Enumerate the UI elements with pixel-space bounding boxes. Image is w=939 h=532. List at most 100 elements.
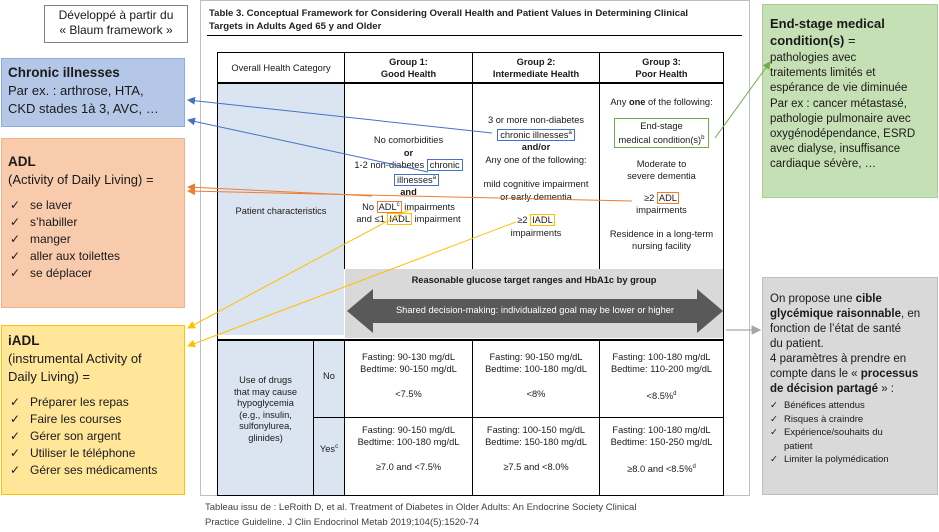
end-stage-box: End-stage medical condition(s) = patholo… [762, 4, 938, 198]
target-text: ≥7.0 and <7.5% [375, 462, 442, 472]
no-yes-rule [314, 417, 723, 418]
proposal-bold: de décision partagé [770, 383, 879, 395]
c1-line7: and ≤1 IADL impairment [345, 213, 472, 226]
proposal-text: » : [878, 383, 894, 395]
end-stage-line: espérance de vie diminuée [770, 82, 908, 95]
proposal-box: On propose une cible glycémique raisonna… [762, 277, 938, 495]
adl-box: ADL (Activity of Daily Living) = se lave… [1, 138, 185, 308]
iadl-box: iADL (instrumental Activity of Daily Liv… [1, 325, 185, 495]
source-note-line2: « Blaum framework » [59, 23, 173, 37]
group2-line2: Intermediate Health [492, 68, 580, 79]
chronic-illnesses-box: Chronic illnesses Par ex. : arthrose, HT… [1, 58, 185, 127]
c2-text: ≥2 [517, 215, 531, 226]
c3-text: Any [610, 97, 629, 107]
source-note-line1: Développé à partir du [58, 8, 174, 22]
proposal-list: Bénéfices attendus Risques à craindre Ex… [770, 399, 930, 467]
target-text: ≥8.0 and <8.5% [627, 464, 693, 475]
end-stage-line: cardiaque sévère, … [770, 158, 877, 171]
c1-text: or [403, 147, 414, 158]
proposal-text: 4 paramètres à prendre en [770, 353, 907, 365]
target-line: ≥8.0 and <8.5%d [600, 462, 723, 476]
end-stage-body: pathologies avec traitements limités et … [770, 51, 930, 173]
proposal-text: On propose une [770, 293, 856, 305]
band-title-text: Reasonable glucose target ranges and HbA… [411, 275, 657, 285]
iadl-title: iADL [8, 333, 40, 348]
chronic-title: Chronic illnesses [8, 65, 120, 80]
iadl-item: Préparer les repas [8, 394, 178, 411]
group2-line1: Group 2: [516, 57, 556, 67]
lower-col-2 [472, 340, 473, 495]
yes-text: Yes [319, 444, 336, 455]
proposal-bold: processus [860, 368, 919, 380]
yes-group2-targets: Fasting: 100-150 mg/dL Bedtime: 150-180 … [473, 425, 599, 474]
yes-group3-targets: Fasting: 100-180 mg/dL Bedtime: 150-250 … [600, 425, 723, 476]
c1-text: and [400, 187, 417, 198]
table-title-line1: Table 3. Conceptual Framework for Consid… [209, 8, 689, 19]
c3-text: Residence in a long-term [609, 229, 714, 240]
target-text: Fasting: 90-150 mg/dL [489, 352, 583, 362]
c1-chronic-highlight: chronic [426, 159, 463, 171]
proposal-text: du patient. [770, 338, 824, 350]
target-text: Fasting: 100-180 mg/dL [612, 425, 711, 435]
iadl-item: Gérer son argent [8, 428, 178, 445]
drugs-text: that may cause [233, 386, 298, 397]
target-text: Bedtime: 90-150 mg/dL [360, 363, 457, 374]
header-category: Overall Health Category [218, 63, 344, 75]
c3-text: impairments [636, 205, 687, 216]
chronic-line2: CKD stades 1à 3, AVC, … [8, 101, 159, 116]
c1-line6: No ADLc impairments [345, 199, 472, 214]
c2-chronic-highlight: chronic illnessesa [497, 128, 575, 141]
proposal-item: Limiter la polymédication [770, 453, 930, 467]
yes-group1-targets: Fasting: 90-150 mg/dL Bedtime: 100-180 m… [345, 425, 472, 474]
group3-characteristics: Any one of the following: End-stage medi… [600, 96, 723, 252]
proposal-bold: glycémique raisonnable [770, 308, 902, 320]
end-stage-line: oxygénodépendance, ESRD [770, 128, 916, 141]
iadl-item: Utiliser le téléphone [8, 445, 178, 462]
group1-characteristics: No comorbidities or 1-2 non-diabetes chr… [345, 134, 472, 226]
proposal-item: Bénéfices attendus [770, 399, 930, 413]
c3-text: Moderate to [636, 159, 687, 170]
target-text: Bedtime: 110-200 mg/dL [610, 363, 713, 374]
drugs-text: Use of drugs [239, 375, 292, 385]
target-text: Bedtime: 100-180 mg/dL [485, 363, 587, 374]
iadl-item: Faire les courses [8, 411, 178, 428]
title-rule [207, 35, 742, 36]
yes-label: Yesc [314, 442, 344, 456]
end-stage-eq: = [844, 33, 856, 48]
header-rule [218, 82, 723, 84]
c2-text: and/or [521, 142, 551, 153]
drugs-col-line [313, 340, 314, 495]
target-text: Fasting: 90-130 mg/dL [361, 352, 456, 362]
c3-text: severe dementia [627, 171, 696, 182]
c3-line1: Any one of the following: [600, 96, 723, 108]
c1-text: 1-2 non-diabetes [354, 160, 427, 170]
c3-text: ≥2 [644, 193, 657, 204]
c1-line4: illnessesa [353, 172, 480, 187]
table-title-line2: Targets in Adults Aged 65 y and Older [209, 20, 382, 32]
adl-item: se déplacer [8, 265, 178, 282]
target-text: Fasting: 100-150 mg/dL [486, 425, 586, 435]
no-label: No [314, 371, 344, 383]
c3-text: nursing facility [632, 241, 691, 252]
drugs-row-shade [218, 340, 313, 495]
iadl-list: Préparer les repas Faire les courses Gér… [8, 394, 178, 479]
no-text: No [323, 371, 335, 381]
c3-text: of the following: [645, 97, 713, 107]
c1-text: ADL [378, 201, 397, 212]
target-text: Bedtime: 150-250 mg/dL [610, 436, 713, 447]
end-stage-line: pathologie pulmonaire avec [770, 112, 911, 125]
end-stage-title-1: End-stage medical [770, 16, 885, 31]
c1-line3: 1-2 non-diabetes chronic [345, 159, 472, 172]
target-line: <8.5%d [600, 389, 723, 403]
no-group2-targets: Fasting: 90-150 mg/dL Bedtime: 100-180 m… [473, 352, 599, 401]
c2-text: chronic illnesses [500, 129, 569, 140]
col-line-3 [599, 52, 600, 269]
c3-text: medical condition(s) [618, 135, 702, 146]
end-stage-title: End-stage medical condition(s) = [770, 15, 930, 49]
c3-sup: b [701, 135, 705, 141]
patient-characteristics-text: Patient characteristics [235, 206, 327, 216]
group1-line2: Good Health [380, 68, 437, 79]
iadl-item: Gérer ses médicaments [8, 462, 178, 479]
proposal-text: compte dans le « [770, 368, 861, 380]
no-group3-targets: Fasting: 100-180 mg/dL Bedtime: 110-200 … [600, 352, 723, 403]
